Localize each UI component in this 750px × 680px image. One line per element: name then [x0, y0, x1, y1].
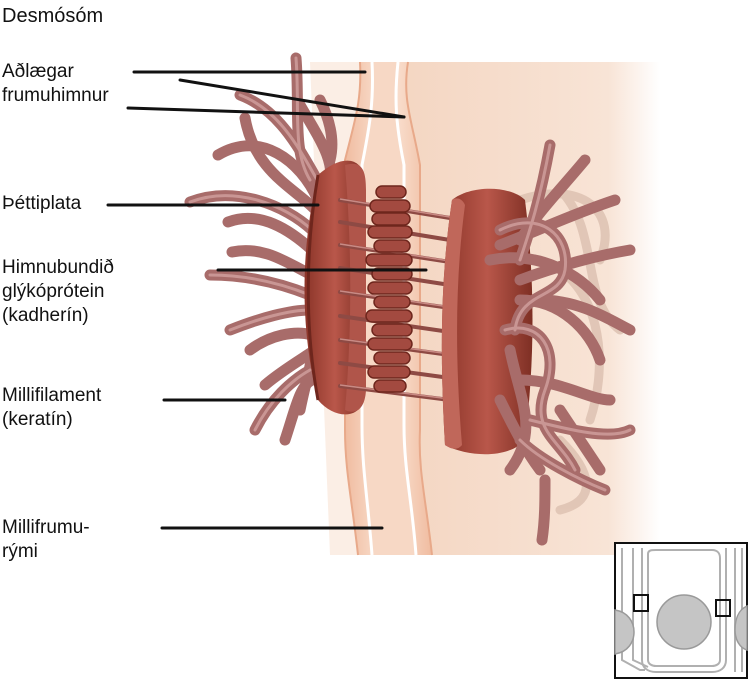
right-keratin-filaments [484, 139, 636, 546]
leader-lines [106, 70, 428, 530]
leader-membranes-2 [178, 78, 406, 119]
label-line: Millifilament [2, 385, 102, 406]
label-line: Aðlægar [2, 61, 74, 82]
label-line: (kadherín) [2, 305, 89, 326]
label-intermediate-filament: Millifilament (keratín) [2, 384, 101, 432]
adjacent-membranes [344, 61, 433, 556]
left-plaque [304, 160, 366, 415]
label-line: frumuhimnur [2, 85, 109, 106]
title-text: Desmósóm [2, 5, 104, 27]
inset-desmosome-marker-left [633, 594, 649, 612]
label-line: Þéttiplata [2, 193, 82, 214]
label-line: glýkóprótein [2, 281, 105, 302]
label-cadherin: Himnubundið glýkóprótein (kadherín) [2, 256, 114, 328]
inset-desmosome-marker-right [715, 599, 731, 617]
label-line: Himnubundið [2, 257, 114, 278]
diagram-title: Desmósóm [2, 4, 103, 28]
label-adjacent-membranes: Aðlægar frumuhimnur [2, 60, 109, 108]
cadherin-knots [365, 185, 413, 393]
label-intercellular-space: Millifrumu- rými [2, 516, 90, 564]
inset-cell-location [614, 542, 748, 679]
leader-membranes-3 [126, 106, 406, 119]
label-line: Millifrumu- [2, 517, 90, 538]
label-plaque: Þéttiplata [2, 192, 81, 216]
left-keratin-filaments [184, 52, 338, 446]
label-line: (keratín) [2, 409, 73, 430]
label-line: rými [2, 541, 38, 562]
